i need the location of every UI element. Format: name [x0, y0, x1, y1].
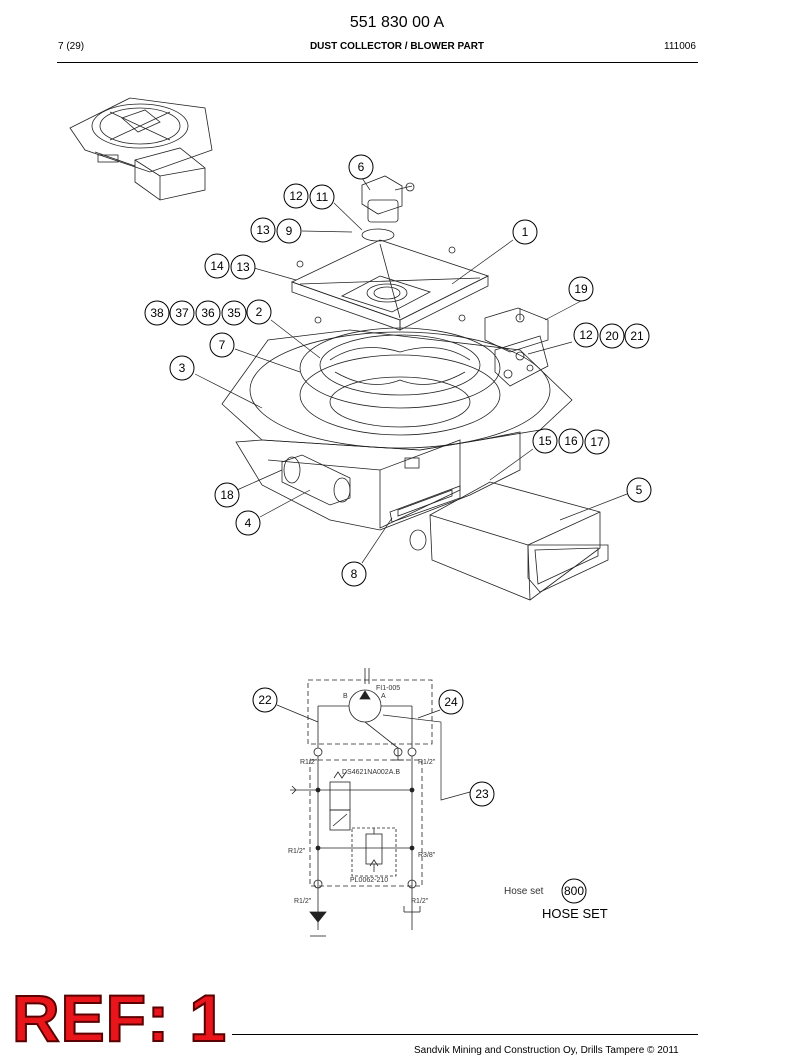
label-thread-right: R1/2": [418, 759, 436, 766]
callout: 9: [276, 218, 302, 244]
callout: 6: [348, 154, 374, 180]
schematic-labels: FI1-005 B A R1/2" R1/2" DS4621NA002A.B R…: [288, 685, 544, 905]
svg-text:13: 13: [236, 260, 250, 274]
callout: 35: [221, 300, 247, 326]
callout: 12: [573, 322, 599, 348]
callout: 36: [195, 300, 221, 326]
callout: 15: [532, 428, 558, 454]
svg-text:24: 24: [444, 695, 458, 709]
callout: 3: [169, 355, 195, 381]
ref-stamp: REF: 1: [11, 981, 228, 1055]
callout-group: 6 12 11 13 9 1 14 13 19 38 37 36 35 2 12…: [144, 154, 652, 904]
callout: 7: [209, 332, 235, 358]
svg-text:4: 4: [245, 516, 252, 530]
svg-text:15: 15: [538, 434, 552, 448]
callout: 19: [568, 276, 594, 302]
callout: 13: [230, 254, 256, 280]
svg-text:12: 12: [579, 328, 593, 342]
page-number: 7 (29): [58, 41, 85, 52]
callout: 1: [512, 219, 538, 245]
svg-text:38: 38: [150, 306, 164, 320]
svg-text:11: 11: [316, 190, 329, 204]
document-title: DUST COLLECTOR / BLOWER PART: [309, 41, 485, 52]
svg-text:6: 6: [358, 160, 365, 174]
callout: 5: [626, 477, 652, 503]
callout: 4: [235, 510, 261, 536]
svg-text:2: 2: [256, 305, 263, 319]
document-date: 111006: [664, 41, 696, 52]
svg-text:16: 16: [564, 434, 578, 448]
callout: 21: [624, 323, 650, 349]
svg-text:3: 3: [179, 361, 186, 375]
svg-text:14: 14: [210, 259, 224, 273]
callout: 8: [341, 561, 367, 587]
svg-text:13: 13: [256, 223, 270, 237]
svg-text:35: 35: [227, 306, 241, 320]
footer-copyright: Sandvik Mining and Construction Oy, Dril…: [414, 1045, 679, 1056]
callout: 37: [169, 300, 195, 326]
label-valve-code: DS4621NA002A.B: [342, 769, 400, 776]
label-thread-bottom-left: R1/2": [294, 898, 312, 905]
label-thread-left: R1/2": [300, 759, 318, 766]
callout: 23: [469, 781, 495, 807]
label-thread-mid-left: R1/2": [288, 848, 306, 855]
svg-text:17: 17: [590, 435, 604, 449]
callout: 800: [561, 878, 587, 904]
svg-text:23: 23: [475, 787, 489, 801]
callout: 24: [438, 689, 464, 715]
label-hose-set-small: Hose set: [504, 886, 544, 897]
hose-set-label: HOSE SET: [542, 906, 608, 921]
label-port-b: B: [343, 693, 348, 700]
callout: 2: [246, 299, 272, 325]
callout: 14: [204, 253, 230, 279]
svg-text:9: 9: [286, 224, 293, 238]
svg-text:20: 20: [605, 329, 619, 343]
document-number: 551 830 00 A: [349, 14, 445, 31]
svg-text:22: 22: [258, 693, 272, 707]
header-divider: [57, 62, 698, 63]
svg-text:7: 7: [219, 338, 226, 352]
callout: 13: [250, 217, 276, 243]
svg-text:8: 8: [351, 567, 358, 581]
hydraulic-schematic: [290, 668, 433, 937]
callout: 38: [144, 300, 170, 326]
svg-text:18: 18: [220, 488, 234, 502]
svg-text:1: 1: [522, 225, 529, 239]
svg-text:12: 12: [289, 189, 303, 203]
callout: 22: [252, 687, 278, 713]
callout: 18: [214, 482, 240, 508]
callout: 11: [309, 184, 335, 210]
overview-thumbnail: [69, 97, 213, 201]
callout: 16: [558, 428, 584, 454]
callout: 12: [283, 183, 309, 209]
leader-lines: [194, 177, 628, 801]
label-relief-code: PL0062-210: [350, 877, 388, 884]
svg-text:21: 21: [630, 329, 644, 343]
svg-text:5: 5: [636, 483, 643, 497]
label-thread-mid-right: R3/8": [418, 852, 436, 859]
label-port-a: A: [381, 693, 386, 700]
svg-text:37: 37: [175, 306, 189, 320]
svg-text:800: 800: [564, 884, 584, 898]
footer-divider: [232, 1034, 698, 1035]
callout: 20: [599, 323, 625, 349]
svg-text:19: 19: [574, 282, 588, 296]
label-thread-bottom-right: R1/2": [411, 898, 429, 905]
svg-text:36: 36: [201, 306, 215, 320]
blower-assembly: [221, 175, 609, 601]
callout: 17: [584, 429, 610, 455]
label-fi: FI1-005: [376, 685, 400, 692]
